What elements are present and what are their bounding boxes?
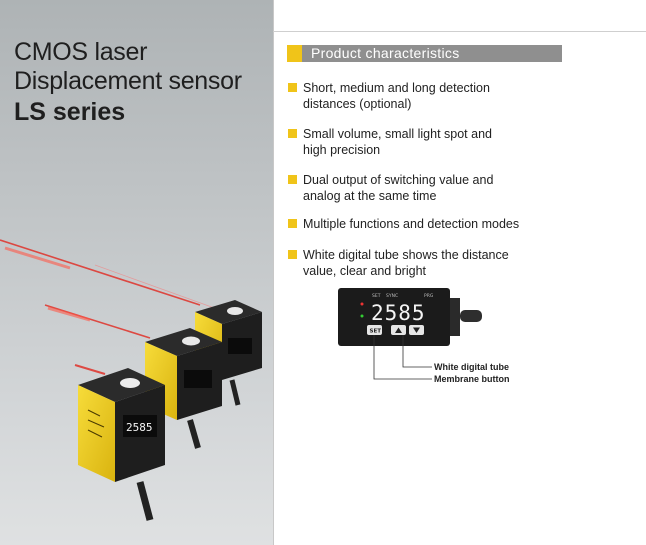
set-button-label: SET bbox=[370, 329, 382, 335]
header-accent-square bbox=[287, 45, 302, 62]
bullet-square-icon bbox=[288, 83, 297, 92]
feature-text: Multiple functions and detection modes bbox=[303, 217, 520, 231]
device-label-set: SET bbox=[372, 293, 381, 299]
sensor-product-photo: 2585 bbox=[0, 239, 262, 521]
feature-item: Short, medium and long detection distanc… bbox=[288, 80, 563, 112]
bullet-square-icon bbox=[288, 250, 297, 259]
device-label-sync: SYNC bbox=[386, 293, 398, 299]
left-panel: CMOS laser Displacement sensor LS series bbox=[0, 0, 273, 545]
section-header-label: Product characteristics bbox=[311, 45, 460, 61]
set-button[interactable] bbox=[367, 325, 382, 335]
front-sensor-display: 2585 bbox=[126, 421, 153, 434]
feature-text: analog at the same time bbox=[303, 189, 437, 203]
bullet-square-icon bbox=[288, 175, 297, 184]
bullet-square-icon bbox=[288, 129, 297, 138]
feature-item: Small volume, small light spot and high … bbox=[288, 126, 563, 158]
section-header: Product characteristics bbox=[287, 45, 562, 62]
device-digital-tube: 2585 bbox=[371, 301, 426, 325]
vertical-divider bbox=[273, 0, 274, 545]
sensor-middle bbox=[145, 328, 222, 449]
feature-text: Small volume, small light spot and bbox=[303, 127, 492, 141]
feature-item: Multiple functions and detection modes bbox=[288, 216, 563, 232]
feature-text: White digital tube shows the distance bbox=[303, 248, 509, 262]
bullet-square-icon bbox=[288, 219, 297, 228]
feature-item: Dual output of switching value and analo… bbox=[288, 172, 563, 204]
title-series: LS series bbox=[14, 98, 126, 126]
device-label-prg: PRG bbox=[424, 293, 434, 299]
callout-membrane-button: Membrane button bbox=[434, 374, 510, 384]
product-title: CMOS laser Displacement sensor LS series bbox=[14, 38, 242, 128]
feature-text: high precision bbox=[303, 143, 381, 157]
feature-text: Dual output of switching value and bbox=[303, 173, 494, 187]
feature-text: Short, medium and long detection bbox=[303, 81, 490, 95]
tube-callout-line bbox=[402, 335, 432, 368]
feature-text: distances (optional) bbox=[303, 97, 412, 111]
top-divider bbox=[273, 31, 646, 32]
title-line-2: Displacement sensor bbox=[14, 67, 242, 95]
sensor-front: 2585 bbox=[78, 368, 165, 521]
feature-text: value, clear and bright bbox=[303, 264, 426, 278]
callout-white-digital-tube: White digital tube bbox=[434, 362, 509, 372]
laser-beams bbox=[0, 239, 221, 375]
triangle-down-icon bbox=[413, 327, 420, 333]
device-closeup: SET SYNC PRG 2585 SET bbox=[338, 288, 482, 380]
triangle-up-icon bbox=[395, 327, 402, 333]
title-line-1: CMOS laser bbox=[14, 38, 148, 66]
feature-item: White digital tube shows the distance va… bbox=[288, 247, 563, 279]
membrane-callout-line bbox=[373, 335, 432, 380]
